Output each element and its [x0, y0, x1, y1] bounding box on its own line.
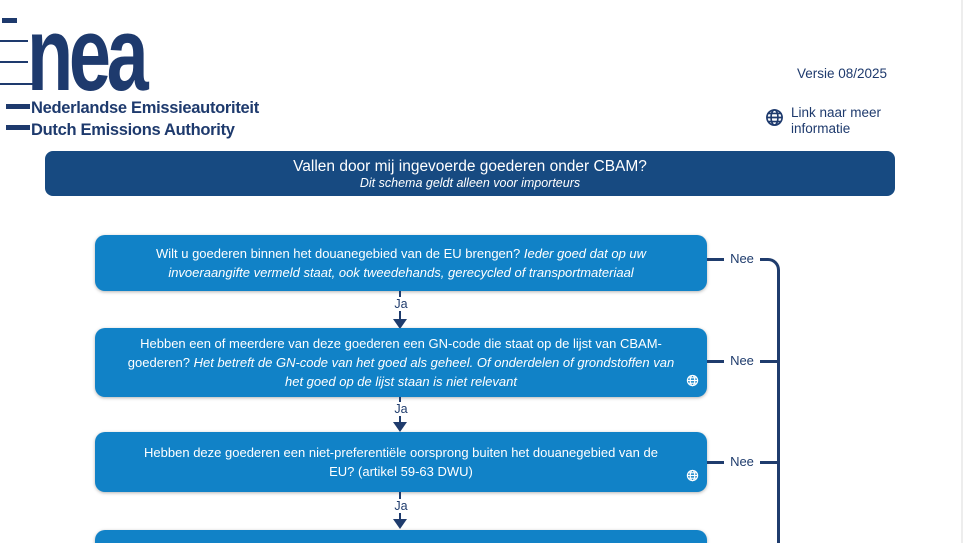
logo-tick-line [6, 104, 30, 109]
question-note: Het betreft de GN-code van het goed als … [193, 355, 675, 389]
link-more-info-label: Link naar meer informatie [791, 105, 882, 136]
arrow-down-icon [393, 422, 407, 432]
question-text: Hebben een of meerdere van deze goederen… [127, 336, 662, 370]
globe-link-icon[interactable] [686, 373, 699, 392]
logo-tick-line [2, 18, 17, 23]
version-label: Versie 08/2025 [797, 66, 888, 81]
question-text: Hebben deze goederen een niet-preferenti… [144, 445, 658, 479]
flow-box-1: Wilt u goederen binnen het douanegebied … [95, 235, 707, 291]
ja-label: Ja [392, 297, 410, 311]
nee-connector-trunk [707, 258, 780, 543]
page-subtitle: Dit schema geldt alleen voor importeurs [359, 175, 581, 190]
nee-label: Nee [724, 353, 760, 368]
question-text: Wilt u goederen binnen het douanegebied … [155, 246, 521, 261]
page-edge-line [961, 0, 963, 543]
question-note: Ieder goed dat op uw invoeraangifte verm… [168, 246, 647, 280]
link-more-info[interactable]: Link naar meer informatie [765, 105, 881, 136]
nee-label: Nee [724, 251, 760, 266]
nea-logo: nea [27, 0, 149, 113]
logo-tick-line [6, 125, 30, 130]
flow-box-2: Hebben een of meerdere van deze goederen… [95, 328, 707, 397]
logo-tick-line [0, 40, 28, 42]
flow-box-3: Hebben deze goederen een niet-preferenti… [95, 432, 707, 492]
ja-label: Ja [392, 402, 410, 416]
org-name-dutch: Nederlandse Emissieautoriteit [31, 99, 259, 117]
logo-tick-line [0, 61, 28, 63]
arrow-down-icon [393, 519, 407, 529]
page-title-banner: Vallen door mij ingevoerde goederen onde… [45, 151, 895, 196]
org-name-english: Dutch Emissions Authority [31, 121, 235, 139]
page-title: Vallen door mij ingevoerde goederen onde… [293, 157, 647, 175]
logo-tick-line [0, 83, 38, 85]
ja-label: Ja [392, 499, 410, 513]
arrow-down-icon [393, 319, 407, 329]
flow-box-4 [95, 530, 707, 543]
nee-label: Nee [724, 454, 760, 469]
globe-link-icon[interactable] [686, 468, 699, 487]
globe-icon [765, 108, 784, 132]
